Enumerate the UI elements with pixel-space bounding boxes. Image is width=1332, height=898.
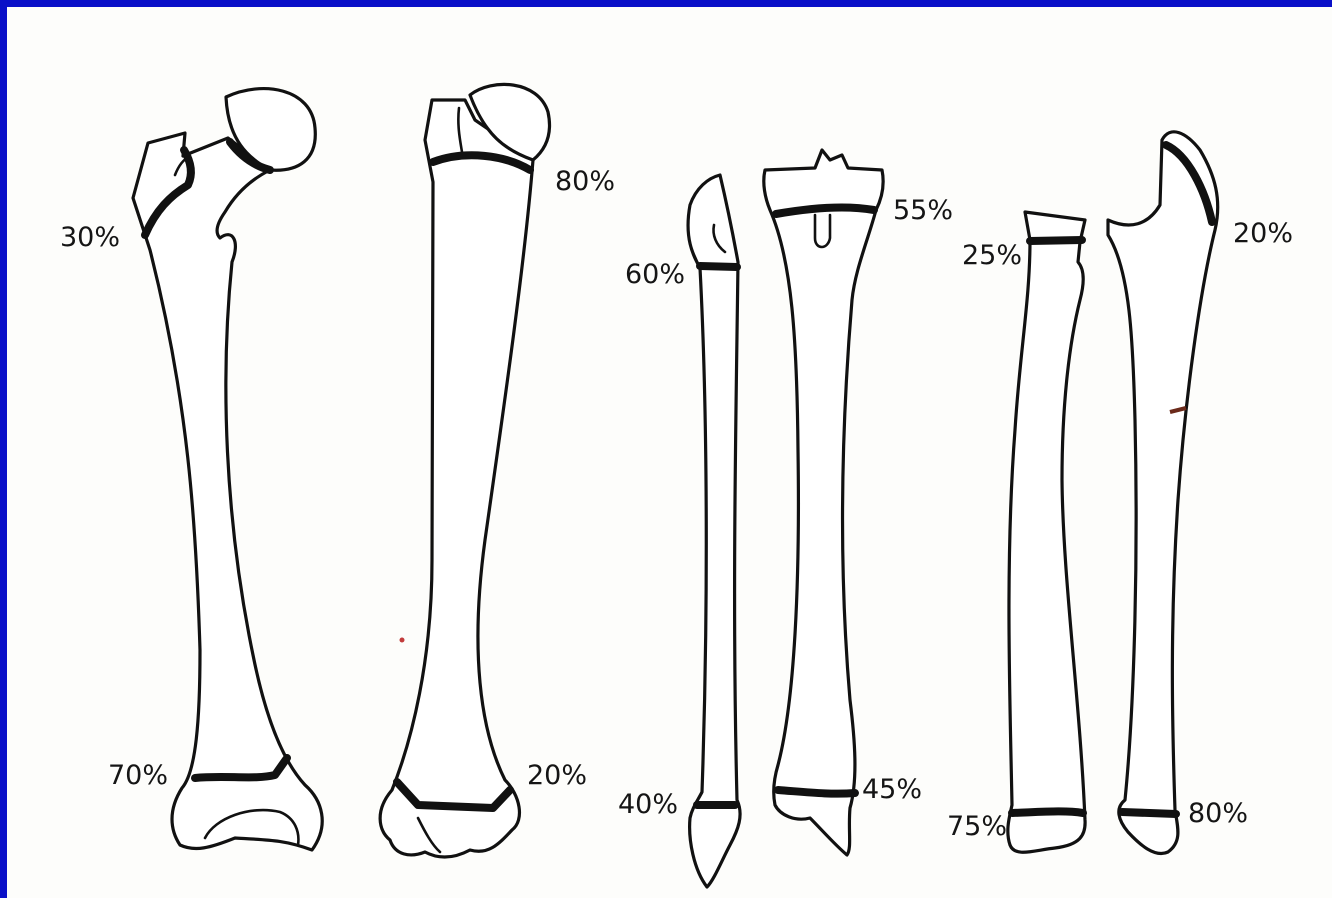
stray-mark [400, 638, 405, 643]
label-femur-left-bottom: 70% [108, 760, 168, 791]
label-radius-bottom: 75% [947, 811, 1007, 842]
radius-bottom-plate [1012, 811, 1083, 813]
label-radius-top: 25% [962, 240, 1022, 271]
label-ulna-bottom: 80% [1188, 798, 1248, 829]
label-femur-right-top: 80% [555, 166, 615, 197]
label-fibula-top: 60% [625, 259, 685, 290]
radius-top-plate [1030, 240, 1082, 241]
label-ulna-top: 20% [1233, 218, 1293, 249]
label-tibia-bottom: 45% [862, 774, 922, 805]
label-fibula-bottom: 40% [618, 789, 678, 820]
label-femur-left-top: 30% [60, 222, 120, 253]
fibula-top-plate [700, 266, 737, 267]
tibia-bottom-plate [778, 790, 855, 794]
label-tibia-top: 55% [893, 195, 953, 226]
ulna-bottom-plate [1122, 812, 1176, 814]
label-femur-right-bottom: 20% [527, 760, 587, 791]
